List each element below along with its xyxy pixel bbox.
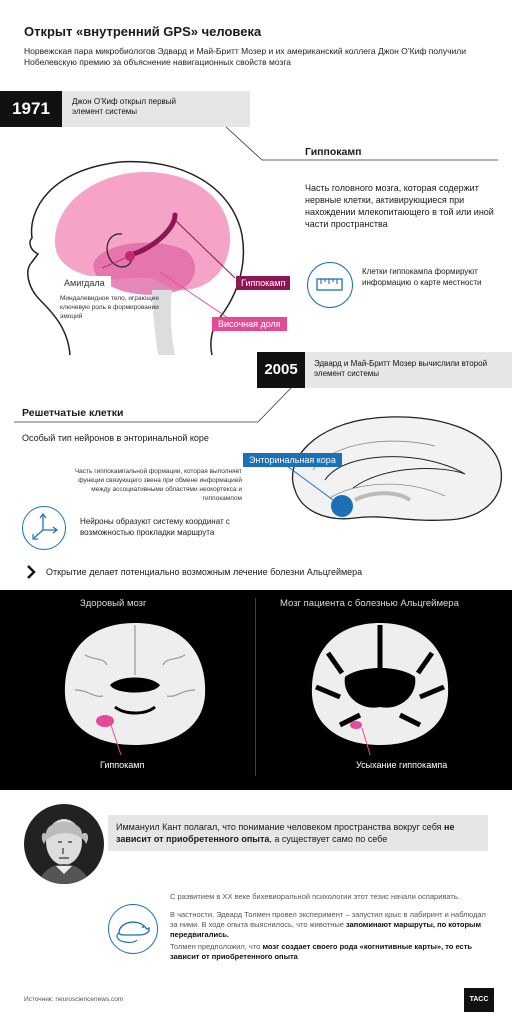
tolman-experiment-text: В частности, Эдвард Толмен провел экспер… [170, 910, 486, 929]
timeline-1971-box: Джон О’Киф открыл первый элемент системы [60, 91, 250, 127]
timeline-2005-text: Эдвард и Май-Бритт Мозер вычислили второ… [314, 359, 488, 378]
ruler-icon [307, 262, 353, 308]
grid-cells-heading: Решетчатые клетки [22, 407, 124, 419]
tolman-intro: С развитием в XX веке бихевиоральной пси… [170, 892, 460, 901]
amygdala-label: Амигдала [58, 276, 111, 290]
hippocampus-cells-text: Клетки гиппокампа формируют информацию о… [362, 267, 482, 287]
tolman-hypothesis-bold: мозг создает своего рода «когнитивные ка… [170, 942, 472, 961]
hippocampus-description: Часть головного мозга, которая содержит … [305, 183, 494, 229]
chevron-right-icon [20, 564, 42, 580]
panel-divider [255, 598, 256, 776]
timeline-1971-text: Джон О’Киф открыл первый элемент системы [72, 97, 177, 116]
healthy-brain-illustration [64, 623, 206, 755]
kant-quote-box: Иммануил Кант полагал, что понимание чел… [108, 815, 488, 851]
hippocampus-heading: Гиппокамп [305, 146, 362, 158]
timeline-2005-box: Эдвард и Май-Бритт Мозер вычислили второ… [300, 352, 512, 388]
entorhinal-label: Энторинальная кора [243, 453, 342, 467]
tolman-hypothesis: Толмен предположил, что мозг создает сво… [170, 942, 490, 962]
page-title: Открыт «внутренний GPS» человека [24, 24, 262, 39]
healthy-brain-title: Здоровый мозг [80, 598, 147, 609]
discovery-text: Открытие делает потенциально возможным л… [46, 567, 363, 577]
connector-lines [14, 126, 498, 423]
tolman-experiment: В частности, Эдвард Толмен провел экспер… [170, 910, 490, 940]
hippocampus-label: Гиппокамп [236, 276, 291, 290]
tass-logo: ТАСС [464, 988, 494, 1012]
footer-source: Источник: neurosciencenews.com [24, 996, 124, 1003]
tolman-hypothesis-text: Толмен предположил, что [170, 942, 263, 951]
axes-icon [22, 506, 66, 550]
temporal-lobe-label: Височная доля [212, 317, 287, 331]
timeline-2005-year: 2005 [257, 352, 305, 388]
alzheimer-hippocampus-label: Усыхание гиппокампа [356, 760, 448, 770]
page-subtitle: Норвежская пара микробиологов Эдвард и М… [24, 46, 466, 67]
alzheimer-brain-title: Мозг пациента с болезнью Альцгеймера [280, 598, 459, 609]
coords-text: Нейроны образуют систему координат с воз… [80, 517, 230, 537]
kant-text-before: Иммануил Кант полагал, что понимание чел… [116, 822, 445, 832]
kant-text-after: , а существует само по себе [269, 834, 388, 844]
entorhinal-description: Часть гиппокампальной формации, которая … [74, 468, 242, 502]
grid-cells-description: Особый тип нейронов в энторинальной коре [22, 433, 209, 443]
tolman-experiment-bold: запоминают маршруты, по которым передвиг… [170, 920, 482, 939]
healthy-hippocampus-label: Гиппокамп [100, 760, 145, 770]
kant-text-bold: не зависит от приобретенного опыта [116, 822, 455, 844]
alzheimer-brain-illustration [311, 623, 449, 755]
brain-sagittal-illustration [286, 416, 502, 521]
kant-portrait [24, 804, 104, 884]
timeline-1971-year: 1971 [0, 91, 62, 127]
rat-icon [108, 904, 158, 954]
head-illustration [27, 160, 245, 356]
amygdala-description: Миндалевидное тело, играющее ключевую ро… [60, 295, 159, 320]
